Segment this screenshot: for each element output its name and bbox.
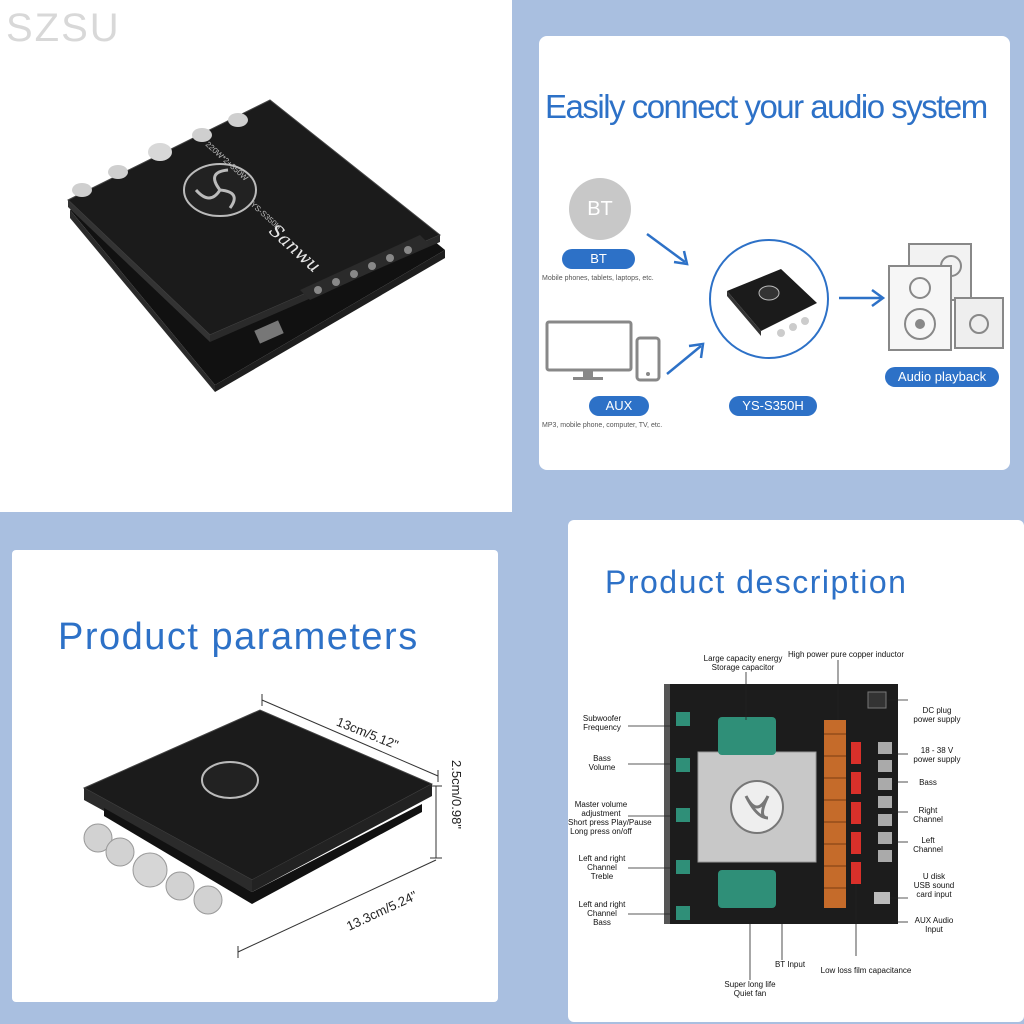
top-plate xyxy=(67,99,441,336)
connection-card: Easily connect your audio system BT BT M… xyxy=(539,36,1010,470)
panel-connection-diagram: Easily connect your audio system BT BT M… xyxy=(512,0,1024,512)
parameters-card: Product parameters 13c xyxy=(12,550,498,1002)
callout-film-capacitance: Low loss film capacitance xyxy=(820,966,912,975)
amplifier-board-photo: Sanwu YS-S350H 220W*2+350W xyxy=(67,99,445,392)
device-circle xyxy=(709,239,829,359)
computer-phone-icon xyxy=(545,320,661,382)
copper-inductors xyxy=(824,720,846,908)
aux-label: AUX xyxy=(589,396,649,416)
callout-bass-output: Bass xyxy=(919,778,937,787)
connection-heading: Easily connect your audio system xyxy=(545,88,988,125)
audio-playback-label: Audio playback xyxy=(885,367,999,387)
panel-product-description: Product description xyxy=(512,512,1024,1024)
watermark: SZSU xyxy=(6,6,121,50)
right-terminals xyxy=(867,691,892,904)
flow-arrows xyxy=(646,232,886,375)
usb-port xyxy=(254,320,284,344)
film-capacitors xyxy=(851,742,861,884)
callout-bt-input: BT Input xyxy=(774,960,806,969)
dim-height: 2.5cm/0.98" xyxy=(449,760,464,829)
callout-copper-inductor: High power pure copper inductor xyxy=(787,650,905,659)
dimension-drawing xyxy=(82,694,442,958)
storage-capacitor xyxy=(718,717,776,755)
description-heading: Product description xyxy=(605,564,908,600)
description-card: Product description xyxy=(568,520,1024,1022)
amplifier-thumbnail xyxy=(727,269,817,337)
bt-label: BT xyxy=(562,249,635,269)
speaker-terminals xyxy=(300,235,430,300)
left-knobs xyxy=(676,712,690,920)
pcb-top-view xyxy=(628,660,908,980)
fan-icon xyxy=(201,761,259,799)
dc-jack xyxy=(867,691,887,709)
leader-lines xyxy=(628,660,908,980)
parameters-heading: Product parameters xyxy=(58,616,419,658)
device-label: YS-S350H xyxy=(729,396,817,416)
aux-caption: MP3, mobile phone, computer, TV, etc. xyxy=(542,422,663,429)
panel-product-parameters: Product parameters 13c xyxy=(0,512,512,1024)
usb-port xyxy=(874,892,890,904)
knobs xyxy=(72,113,248,197)
speakers-icon xyxy=(888,243,1004,351)
bt-caption: Mobile phones, tablets, laptops, etc. xyxy=(542,275,654,282)
knobs xyxy=(83,823,223,915)
panel-product-photo: SZSU Sanw xyxy=(0,0,512,512)
bt-circle-icon: BT xyxy=(569,178,631,240)
